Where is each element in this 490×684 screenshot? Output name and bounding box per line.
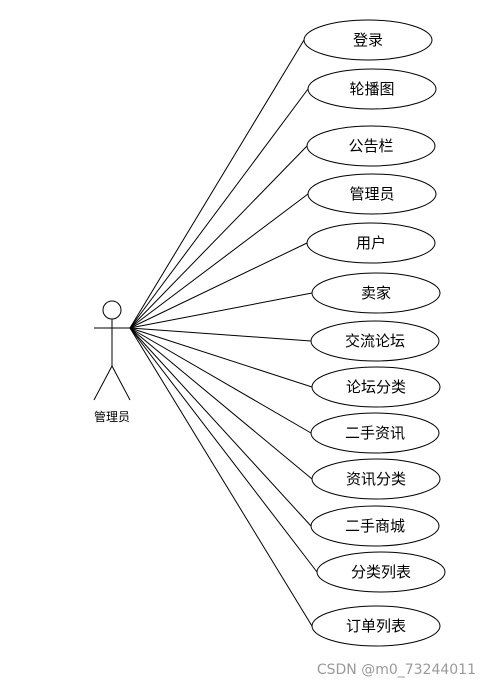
association-line-6 bbox=[129, 292, 313, 329]
association-line-4 bbox=[129, 193, 309, 329]
use-case-10-label: 资讯分类 bbox=[346, 470, 406, 488]
use-case-8: 论坛分类 bbox=[311, 366, 441, 408]
association-line-7 bbox=[129, 327, 312, 342]
use-case-5-ellipse bbox=[306, 222, 436, 264]
use-case-9-ellipse bbox=[310, 412, 440, 454]
use-case-2-ellipse bbox=[307, 68, 437, 110]
use-case-6-label: 卖家 bbox=[361, 284, 391, 302]
use-case-4: 管理员 bbox=[307, 173, 437, 215]
use-case-10: 资讯分类 bbox=[311, 458, 441, 500]
association-line-2 bbox=[129, 88, 309, 329]
use-case-4-ellipse bbox=[307, 173, 437, 215]
use-case-11-ellipse bbox=[310, 505, 440, 547]
use-case-8-ellipse bbox=[311, 366, 441, 408]
use-case-3-ellipse bbox=[306, 125, 436, 167]
association-lines bbox=[129, 39, 318, 627]
use-case-12: 分类列表 bbox=[316, 551, 446, 593]
use-case-3: 公告栏 bbox=[306, 125, 436, 167]
association-line-8 bbox=[129, 327, 313, 388]
use-case-13: 订单列表 bbox=[311, 605, 441, 647]
use-case-list: 登录轮播图公告栏管理员用户卖家交流论坛论坛分类二手资讯资讯分类二手商城分类列表订… bbox=[303, 19, 446, 647]
use-case-6: 卖家 bbox=[311, 272, 441, 314]
association-line-9 bbox=[129, 327, 312, 434]
association-line-3 bbox=[129, 145, 308, 329]
use-case-12-ellipse bbox=[316, 551, 446, 593]
use-case-8-label: 论坛分类 bbox=[346, 378, 406, 396]
actor-stick-figure bbox=[93, 300, 131, 401]
use-case-1: 登录 bbox=[303, 19, 433, 61]
actor-label: 管理员 bbox=[94, 409, 130, 424]
use-case-10-ellipse bbox=[311, 458, 441, 500]
use-case-13-label: 订单列表 bbox=[346, 617, 406, 635]
use-case-12-label: 分类列表 bbox=[351, 563, 411, 581]
use-case-7-ellipse bbox=[310, 320, 440, 362]
use-case-11: 二手商城 bbox=[310, 505, 440, 547]
association-line-10 bbox=[129, 327, 313, 480]
association-line-11 bbox=[129, 327, 312, 527]
use-case-5-label: 用户 bbox=[356, 234, 386, 252]
actor-head bbox=[102, 300, 122, 320]
use-case-2: 轮播图 bbox=[307, 68, 437, 110]
actor-left-leg bbox=[93, 365, 113, 401]
use-case-7-label: 交流论坛 bbox=[345, 332, 405, 350]
use-case-5: 用户 bbox=[306, 222, 436, 264]
association-line-5 bbox=[129, 242, 308, 329]
use-case-3-label: 公告栏 bbox=[348, 137, 393, 155]
use-case-11-label: 二手商城 bbox=[345, 517, 405, 535]
association-line-1 bbox=[129, 39, 305, 329]
watermark: CSDN @m0_73244011 bbox=[316, 662, 476, 678]
use-case-2-label: 轮播图 bbox=[349, 80, 394, 98]
use-case-6-ellipse bbox=[311, 272, 441, 314]
use-case-9: 二手资讯 bbox=[310, 412, 440, 454]
use-case-7: 交流论坛 bbox=[310, 320, 440, 362]
actor-right-leg bbox=[111, 365, 131, 401]
association-line-12 bbox=[129, 327, 318, 573]
use-case-13-ellipse bbox=[311, 605, 441, 647]
use-case-1-ellipse bbox=[303, 19, 433, 61]
use-case-9-label: 二手资讯 bbox=[345, 424, 405, 442]
association-line-13 bbox=[129, 327, 313, 627]
use-case-4-label: 管理员 bbox=[349, 185, 394, 203]
use-case-1-label: 登录 bbox=[353, 31, 383, 49]
